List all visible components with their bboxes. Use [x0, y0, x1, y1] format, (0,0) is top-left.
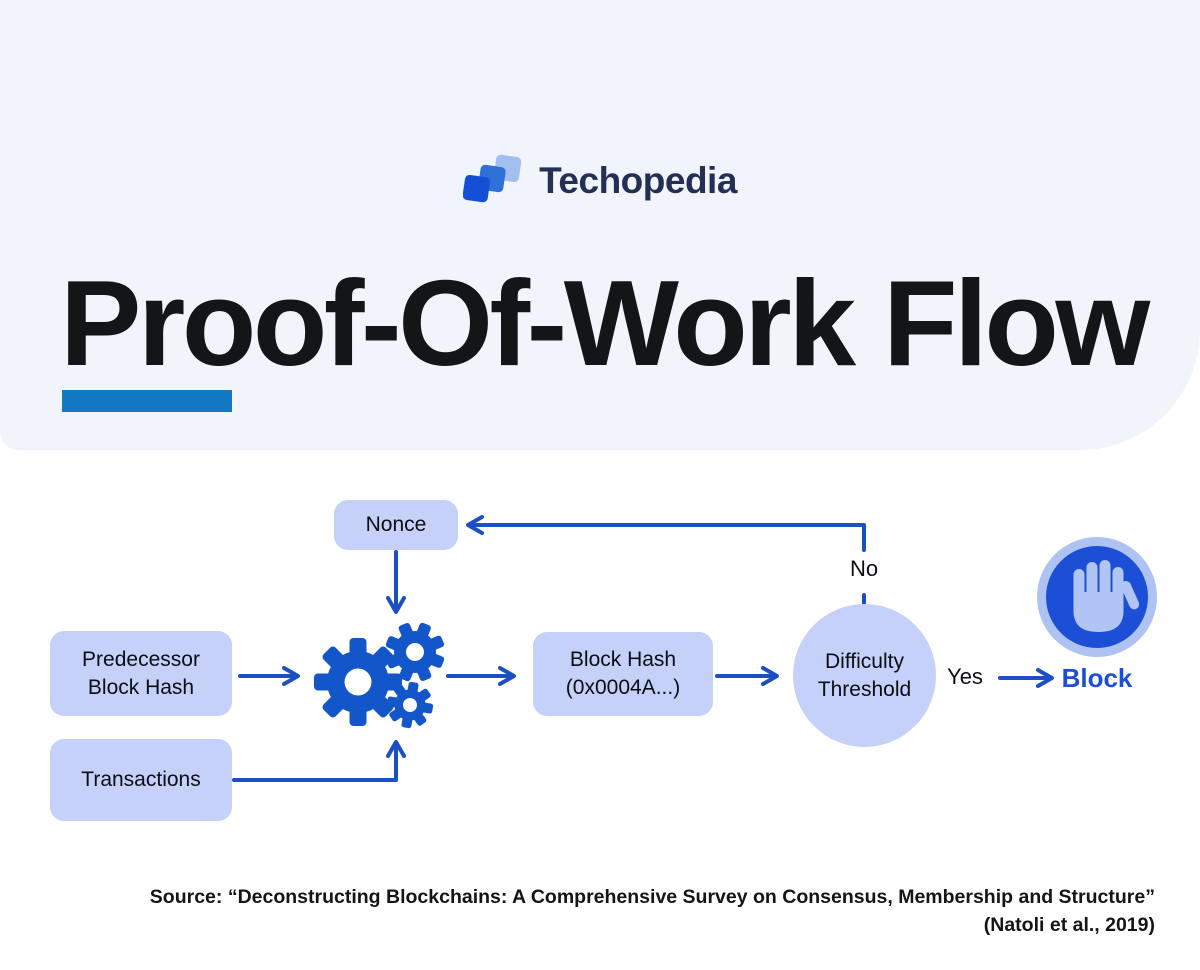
node-difficulty-line2: Threshold	[817, 677, 912, 701]
node-difficulty-line1: Difficulty	[825, 649, 904, 673]
arrow-no-loopback	[466, 515, 866, 552]
source-citation: Source: “Deconstructing Blockchains: A C…	[35, 884, 1155, 939]
source-line2: (Natoli et al., 2019)	[983, 913, 1155, 936]
page-title: Proof-Of-Work Flow	[60, 255, 1150, 391]
node-block-hash: Block Hash (0x0004A...)	[533, 632, 713, 716]
arrow-transactions-to-gears	[232, 740, 406, 782]
gears-icon	[314, 622, 445, 729]
node-difficulty-threshold: Difficulty Threshold	[793, 604, 936, 747]
brand-logo-row: Techopedia	[0, 152, 1200, 210]
source-line1: Source: “Deconstructing Blockchains: A C…	[149, 886, 1155, 908]
node-predecessor-line2: Block Hash	[87, 675, 195, 699]
header-banner: Techopedia Proof-Of-Work Flow	[0, 0, 1200, 450]
node-nonce: Nonce	[334, 500, 458, 550]
node-transactions-label: Transactions	[81, 768, 201, 791]
edge-label-no: No	[849, 556, 879, 581]
brand-wordmark: Techopedia	[539, 160, 737, 201]
node-block-hash-line1: Block Hash	[569, 648, 677, 671]
block-label: Block	[1061, 663, 1133, 693]
edge-label-yes: Yes	[947, 664, 983, 689]
techopedia-logo-icon	[463, 154, 522, 203]
node-predecessor-line1: Predecessor	[82, 647, 200, 671]
node-predecessor-block-hash: Predecessor Block Hash	[50, 631, 232, 716]
node-block-hash-line2: (0x0004A...)	[565, 676, 681, 699]
node-nonce-label: Nonce	[365, 513, 427, 536]
node-transactions: Transactions	[50, 739, 232, 821]
block-hand-icon	[1037, 537, 1157, 657]
title-accent-bar	[62, 390, 232, 412]
